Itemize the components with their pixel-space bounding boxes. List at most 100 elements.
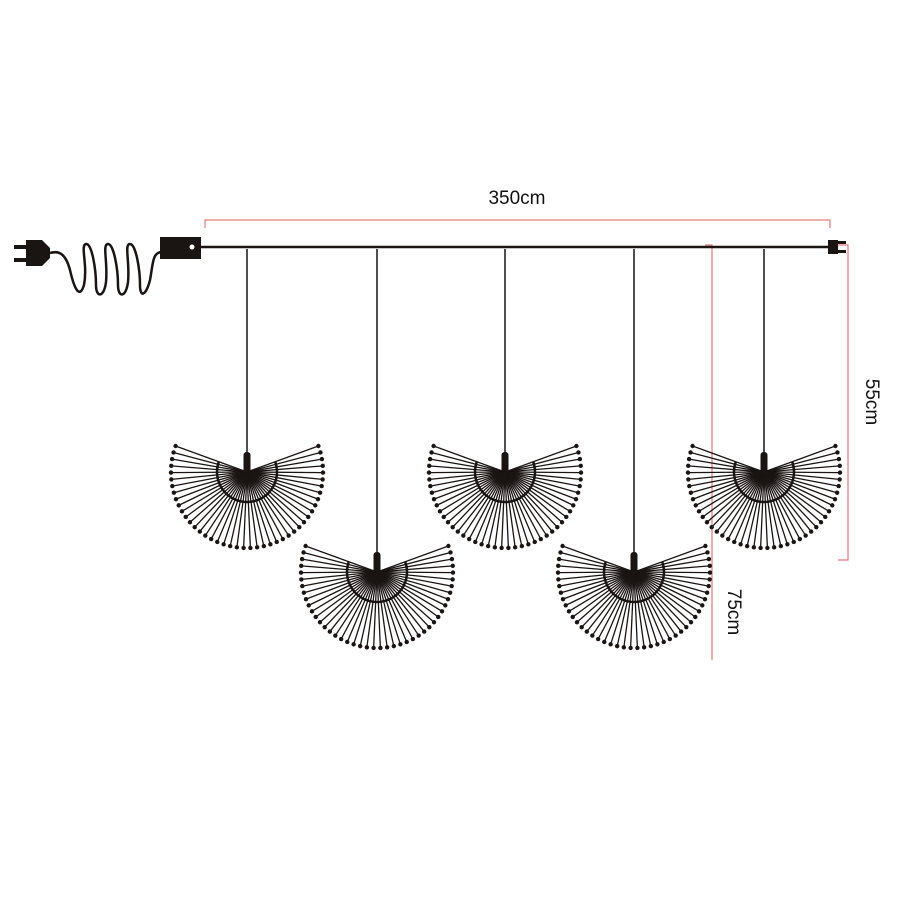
led-dot: [818, 520, 824, 525]
led-dot: [519, 543, 525, 549]
led-dot: [446, 543, 451, 549]
fan-ray: [721, 471, 765, 536]
fan-ray: [376, 571, 382, 648]
led-dot: [563, 603, 568, 608]
fan-ray: [443, 471, 506, 518]
fan-ray: [308, 571, 378, 606]
led-dot: [448, 550, 453, 555]
fan-ray: [366, 571, 378, 648]
fan-ray: [633, 571, 652, 647]
led-dot: [700, 514, 705, 520]
fan-ray: [504, 471, 510, 548]
fan-ray: [246, 471, 309, 518]
led-dot: [684, 624, 689, 630]
led-dot: [234, 545, 240, 550]
fan-ray: [558, 571, 635, 581]
fan-ray: [504, 471, 571, 512]
fan-ray: [763, 458, 840, 473]
led-dot: [578, 477, 583, 482]
lamps: [168, 249, 843, 651]
led-dot: [690, 496, 696, 502]
led-dot: [673, 633, 678, 638]
led-dot: [706, 583, 711, 589]
led-dot: [566, 609, 572, 614]
fan-ray: [559, 571, 635, 587]
fan-ray: [763, 465, 840, 473]
fan-ray: [763, 471, 841, 474]
led-dot: [570, 614, 575, 620]
led-dot: [192, 524, 197, 530]
led-dot: [351, 642, 356, 647]
led-dot: [837, 470, 843, 475]
fan-ray: [430, 471, 506, 487]
fan-ray: [633, 571, 710, 581]
fan-ray: [562, 571, 635, 600]
fan-lamp: [555, 249, 713, 651]
led-dot: [686, 477, 691, 482]
fan-ray: [504, 471, 558, 528]
led-dot: [791, 539, 796, 545]
led-dot: [688, 620, 694, 625]
fan-ray: [372, 571, 378, 648]
led-dot: [318, 450, 323, 455]
led-dot: [778, 543, 784, 549]
fan-ray: [763, 445, 836, 473]
led-dot: [391, 643, 397, 649]
led-dot: [555, 524, 560, 530]
led-dot: [556, 577, 561, 582]
led-dot: [320, 470, 326, 475]
fan-ray: [504, 471, 529, 545]
fan-ray: [376, 571, 435, 623]
fan-ray: [504, 445, 577, 473]
fan-ray: [504, 471, 577, 500]
led-dot: [834, 490, 840, 495]
led-dot: [313, 614, 318, 620]
led-dot: [688, 450, 693, 455]
led-dot: [678, 629, 684, 634]
fan-ray: [246, 471, 258, 548]
fan-ray: [633, 571, 703, 606]
fan-ray: [702, 471, 765, 518]
fan-ray: [633, 571, 665, 643]
fan-ray: [246, 445, 319, 473]
lamp-stem: [373, 552, 381, 574]
led-dot: [771, 545, 777, 550]
fan-ray: [558, 565, 635, 573]
led-dot: [404, 639, 409, 645]
led-dot: [333, 633, 338, 638]
led-dot: [635, 645, 640, 651]
led-dot: [203, 533, 208, 538]
fan-ray: [633, 571, 711, 574]
led-dot: [687, 483, 692, 489]
fan-ray: [376, 571, 401, 645]
led-dot: [286, 533, 291, 538]
led-dot: [197, 529, 203, 534]
led-dot: [427, 624, 432, 630]
fan-ray: [376, 551, 451, 573]
fan-ray: [376, 571, 454, 574]
fan-inner-arc: [732, 461, 796, 504]
led-dot: [187, 520, 193, 525]
led-dot: [567, 509, 573, 514]
fan-ray: [175, 471, 248, 500]
short-drop-label: 55cm: [861, 379, 882, 425]
long-drop-label: 75cm: [723, 589, 744, 635]
fan-ray: [246, 471, 300, 528]
led-dot: [450, 563, 455, 569]
led-dot: [479, 542, 484, 547]
fan-ray: [753, 471, 765, 548]
fan-ray: [504, 471, 563, 523]
led-dot: [704, 590, 710, 595]
led-dot: [532, 539, 537, 545]
fan-ray: [246, 471, 295, 532]
led-dot: [720, 533, 725, 538]
led-dot: [641, 645, 647, 650]
led-dot: [183, 514, 188, 520]
fan-ray: [633, 571, 639, 648]
fan-ray: [763, 471, 812, 532]
fan-ray: [376, 571, 443, 612]
fan-ray: [457, 471, 506, 532]
led-dot: [544, 533, 549, 538]
led-dot: [549, 529, 555, 534]
led-dot: [703, 543, 708, 549]
